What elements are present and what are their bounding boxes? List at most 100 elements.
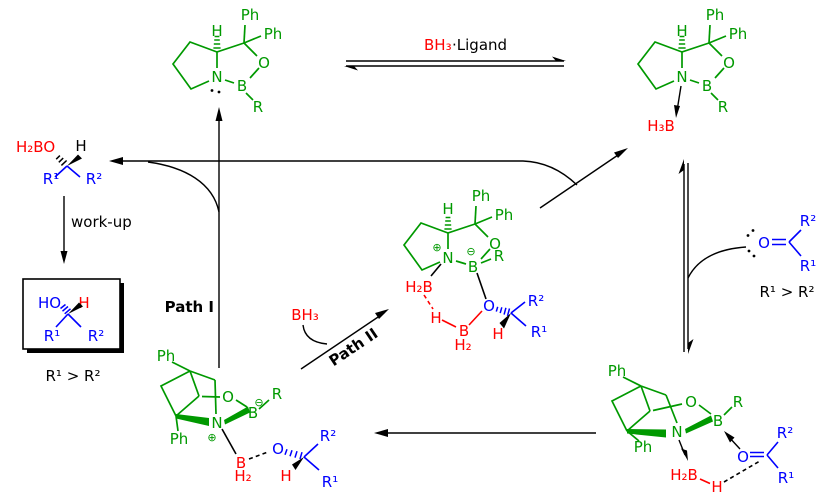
arrow-product-release bbox=[109, 157, 578, 213]
substituent-r2: R² bbox=[800, 212, 816, 230]
atom-label-o: O bbox=[723, 54, 735, 72]
bond-framework bbox=[171, 24, 262, 101]
harpoon-down-icon bbox=[688, 339, 694, 354]
substituent-ph-top: Ph bbox=[608, 362, 627, 380]
substituent-ph-top: Ph bbox=[241, 6, 260, 24]
selectivity-condition: R¹ > R² bbox=[760, 283, 815, 301]
workup-label: work-up bbox=[71, 213, 132, 231]
arrowhead-icon bbox=[614, 148, 628, 158]
substituent-ph-top: Ph bbox=[157, 347, 176, 365]
borane-b-label: B bbox=[459, 322, 469, 340]
substituent-r: R bbox=[733, 393, 743, 411]
bond-framework bbox=[772, 229, 802, 257]
atom-label-n: N bbox=[211, 414, 222, 432]
structure-borinate-product: H₂BO H R¹ R² bbox=[16, 137, 102, 188]
arrowhead-icon bbox=[681, 448, 688, 461]
atom-label-h: H bbox=[676, 22, 687, 40]
atom-label-h: H bbox=[211, 22, 222, 40]
atom-label-n: N bbox=[671, 423, 682, 441]
atom-label-o-substrate: O bbox=[272, 440, 284, 458]
lone-pair-dot bbox=[210, 89, 214, 92]
arrowhead-icon bbox=[215, 107, 223, 121]
bond-framework bbox=[55, 302, 83, 328]
atom-label-b: B bbox=[248, 404, 258, 422]
substituent-ph-top: Ph bbox=[472, 187, 491, 205]
bond-framework bbox=[402, 205, 527, 329]
atom-label-b: B bbox=[713, 412, 723, 430]
substituent-r2: R² bbox=[777, 424, 793, 442]
substituent-r1: R¹ bbox=[44, 327, 60, 345]
minus-charge-icon: ⊖ bbox=[254, 396, 263, 409]
atom-label-n: N bbox=[676, 68, 687, 86]
atom-label-h: H bbox=[442, 200, 453, 218]
atom-label-n: N bbox=[211, 68, 222, 86]
hydride-h-label: H bbox=[492, 325, 503, 343]
atom-label-o: O bbox=[758, 234, 770, 252]
substituent-ph-right: Ph bbox=[729, 25, 748, 43]
substituent-ph-right: Ph bbox=[264, 25, 283, 43]
arrowhead-icon bbox=[724, 431, 735, 443]
atom-label-b: B bbox=[702, 77, 712, 95]
harpoon-up-icon bbox=[678, 159, 684, 174]
selectivity-condition: R¹ > R² bbox=[46, 367, 101, 385]
atom-label-o: O bbox=[489, 235, 501, 253]
path-i-label: Path I bbox=[165, 298, 214, 316]
plus-charge-icon: ⊕ bbox=[207, 431, 216, 444]
group-ho-label: HO bbox=[38, 294, 61, 312]
substituent-r1: R¹ bbox=[778, 469, 794, 487]
harpoon-right-icon bbox=[552, 56, 566, 61]
substituent-r2: R² bbox=[528, 292, 544, 310]
substituent-ph-bottom: Ph bbox=[170, 430, 189, 448]
reagent-ligand-label: ·Ligand bbox=[452, 36, 507, 54]
product-box bbox=[22, 278, 121, 350]
substituent-r1: R¹ bbox=[800, 257, 816, 275]
substituent-r2: R² bbox=[320, 427, 336, 445]
substituent-ph-top: Ph bbox=[706, 6, 725, 24]
substituent-ph-right: Ph bbox=[495, 206, 514, 224]
structure-catalyst-borane: H Ph Ph O N B R H₃B bbox=[636, 6, 748, 135]
arrowhead-icon bbox=[674, 105, 680, 118]
reagent-bh3-label: BH₃ bbox=[424, 36, 452, 54]
lone-pair-dot bbox=[746, 234, 750, 237]
substituent-r: R bbox=[253, 98, 263, 116]
equilibrium-arrows-right bbox=[678, 159, 747, 354]
borane-h2b-label: H₂B bbox=[670, 466, 698, 484]
lone-pair-dot bbox=[217, 90, 221, 94]
structure-alkoxide-complex: Ph Ph O ⊖ B R N ⊕ B H₂ O R² R¹ H bbox=[157, 347, 339, 491]
arrowhead-icon bbox=[375, 309, 389, 319]
substituent-r1: R¹ bbox=[322, 473, 338, 491]
hydride-h-label: H bbox=[280, 467, 291, 485]
bond-framework bbox=[636, 24, 727, 101]
lone-pair-dot bbox=[747, 249, 751, 253]
arrow-hydride-transfer bbox=[374, 429, 596, 437]
structure-alcohol-product: HO H R¹ R² R¹ > R² bbox=[22, 278, 124, 385]
borane-h2b-label: H₂B bbox=[405, 278, 433, 296]
atom-label-o: O bbox=[222, 388, 234, 406]
borane-b-label: B bbox=[236, 454, 246, 472]
substituent-r: R bbox=[718, 98, 728, 116]
feeder-curve-path-i bbox=[147, 161, 220, 213]
hydride-h-label: H bbox=[711, 478, 722, 496]
structure-catalyst-free: H Ph Ph O N B R bbox=[171, 6, 283, 116]
lone-pair-dot bbox=[751, 229, 755, 232]
structure-ts-complex: Ph Ph O B R N H₂B H O R² R¹ bbox=[608, 362, 795, 496]
harpoon-left-icon bbox=[344, 66, 358, 71]
structure-adduct-middle: H Ph Ph O N B R ⊕ ⊖ H₂B H B H₂ O R² R¹ H bbox=[402, 187, 547, 354]
bond-framework bbox=[54, 154, 82, 178]
substituent-r2: R² bbox=[86, 170, 102, 188]
plus-charge-icon: ⊕ bbox=[432, 241, 441, 254]
atom-label-h: H bbox=[75, 137, 86, 155]
substituent-r: R bbox=[494, 247, 504, 265]
atom-label-b: B bbox=[237, 77, 247, 95]
minus-charge-icon: ⊖ bbox=[466, 245, 475, 258]
bond-framework bbox=[610, 376, 779, 485]
atom-label-o-substrate: O bbox=[737, 448, 749, 466]
atom-label-h: H bbox=[78, 294, 89, 312]
borane-h2-label: H₂ bbox=[234, 467, 251, 485]
equilibrium-arrows-top: BH₃ ·Ligand bbox=[344, 36, 566, 71]
borane-h3b-label: H₃B bbox=[647, 117, 675, 135]
atom-label-b: B bbox=[468, 258, 478, 276]
atom-label-o: O bbox=[685, 393, 697, 411]
